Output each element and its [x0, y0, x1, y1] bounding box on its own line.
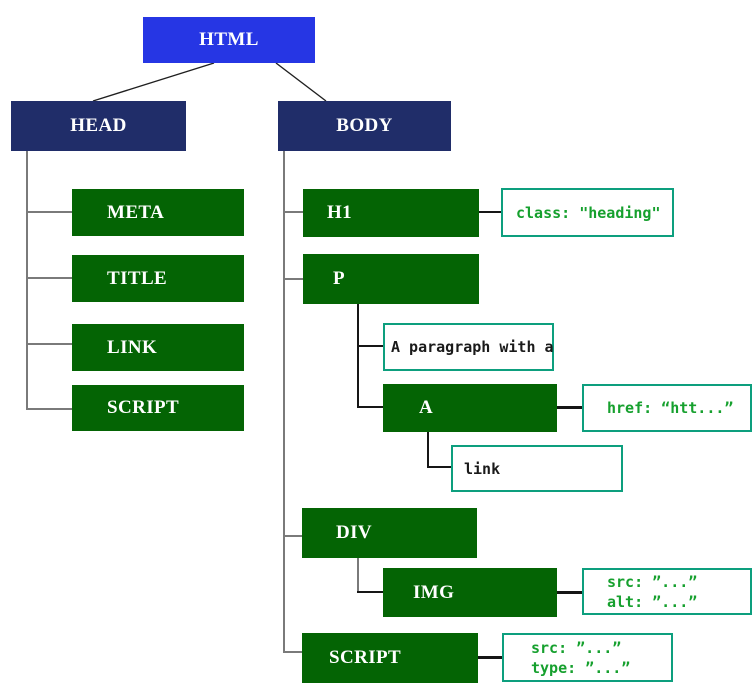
annotation-a-href-text: href: “htt...” — [607, 399, 734, 417]
annotation-script-src: src: ”...” — [531, 638, 622, 657]
connector-branch-a — [357, 406, 383, 408]
node-script-body-label: SCRIPT — [329, 647, 402, 668]
node-script-head-label: SCRIPT — [107, 397, 180, 418]
connector-branch-div — [283, 535, 302, 537]
node-link: LINK — [72, 324, 244, 371]
annotation-script-attrs: src: ”...” type: ”...” — [502, 633, 673, 682]
annotation-h1-class-text: class: "heading" — [516, 203, 661, 222]
connector-branch-script-body — [283, 651, 302, 653]
connector-html-head — [92, 62, 215, 102]
node-meta-label: META — [107, 201, 165, 223]
annotation-h1-class: class: "heading" — [501, 188, 674, 237]
annotation-a-link-text-value: link — [464, 459, 501, 478]
annotation-a-link-text: link — [451, 445, 623, 492]
node-div: DIV — [302, 508, 477, 558]
annotation-img-attrs: src: ”...” alt: ”...” — [582, 568, 752, 615]
connector-branch-link — [26, 343, 72, 345]
connector-branch-img — [357, 591, 383, 593]
node-h1-label: H1 — [327, 202, 353, 223]
connector-branch-link-text — [427, 466, 451, 468]
connector-branch-script-head — [26, 408, 72, 410]
node-head: HEAD — [11, 101, 186, 151]
node-h1: H1 — [303, 189, 479, 237]
connector-branch-h1 — [283, 211, 303, 213]
node-title-label: TITLE — [107, 267, 168, 289]
connector-branch-meta — [26, 211, 72, 213]
node-div-label: DIV — [336, 522, 373, 543]
connector-div-spine — [357, 558, 359, 593]
node-img: IMG — [383, 568, 557, 617]
node-a: A — [383, 384, 557, 432]
node-html: HTML — [143, 17, 315, 63]
node-script-head: SCRIPT — [72, 385, 244, 431]
annotation-img-alt: alt: ”...” — [607, 592, 698, 611]
connector-branch-p — [283, 278, 303, 280]
node-meta: META — [72, 189, 244, 236]
connector-script-annotation — [478, 656, 502, 659]
connector-body-spine — [283, 151, 285, 653]
connector-head-spine — [26, 151, 28, 410]
annotation-script-type: type: ”...” — [531, 658, 631, 677]
connector-a-annotation — [557, 406, 582, 409]
node-html-label: HTML — [199, 29, 259, 50]
node-img-label: IMG — [413, 581, 455, 603]
connector-branch-paragraph-text — [357, 345, 383, 347]
node-a-label: A — [419, 397, 434, 418]
node-link-label: LINK — [107, 336, 158, 358]
node-body: BODY — [278, 101, 451, 151]
connector-branch-title — [26, 277, 72, 279]
annotation-p-text: A paragraph with a — [383, 323, 554, 371]
connector-a-spine — [427, 432, 429, 468]
connector-html-body — [275, 62, 327, 102]
annotation-p-text-value: A paragraph with a — [391, 338, 554, 356]
node-p: P — [303, 254, 479, 304]
node-head-label: HEAD — [70, 115, 127, 136]
connector-img-annotation — [557, 591, 582, 594]
node-title: TITLE — [72, 255, 244, 302]
connector-h1-annotation — [479, 211, 501, 213]
node-script-body: SCRIPT — [302, 633, 478, 683]
annotation-a-href: href: “htt...” — [582, 384, 752, 432]
node-p-label: P — [333, 268, 346, 289]
node-body-label: BODY — [336, 115, 393, 136]
annotation-img-src: src: ”...” — [607, 572, 698, 591]
connector-p-spine — [357, 304, 359, 408]
